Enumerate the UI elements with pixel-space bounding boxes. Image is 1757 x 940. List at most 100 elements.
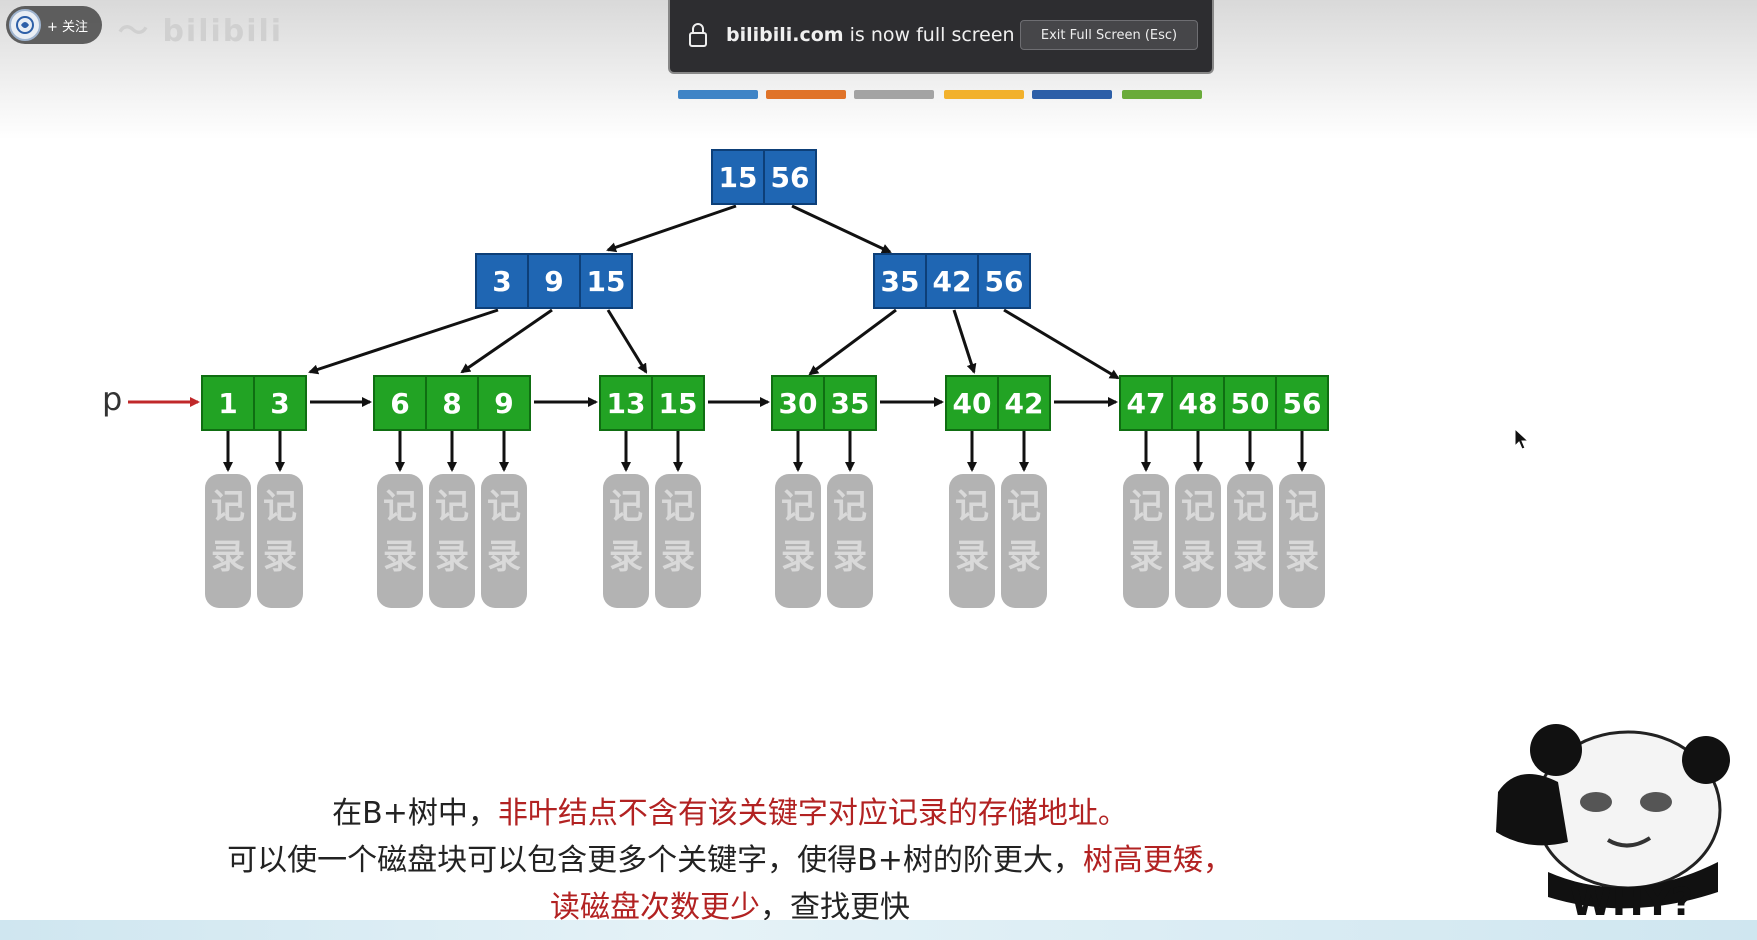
record-label: 录 [781,537,815,577]
record-block: 记录 [949,474,995,608]
text-line-2: 可以使一个磁盘块可以包含更多个关键字，使得B+树的阶更大，树高更矮， [0,837,1460,884]
key-label: 42 [933,265,972,298]
follow-uploader-button[interactable]: + 关注 [6,6,102,44]
key-label: 35 [831,387,870,420]
key-label: 1 [218,387,237,420]
record-shape [257,474,303,608]
fullscreen-domain: bilibili.com [726,24,844,46]
uploader-avatar[interactable] [9,9,41,41]
record-label: 录 [833,537,867,577]
record-shape [377,474,423,608]
key-label: 3 [492,265,511,298]
line3-highlight: 读磁盘次数更少 [550,890,760,925]
fullscreen-notification: bilibili.com is now full screen Exit Ful… [668,0,1214,74]
text-line-3: 读磁盘次数更少，查找更快 [0,884,1460,931]
record-shape [603,474,649,608]
record-label: 录 [383,537,417,577]
key-label: 48 [1179,387,1218,420]
key-cell [527,253,581,309]
key-cell [823,375,877,431]
record-shape [655,474,701,608]
edge-arrow [808,308,897,376]
record-label: 录 [1181,537,1215,577]
key-label: 15 [719,161,758,194]
key-cell [579,253,633,309]
fullscreen-message-text: is now full screen [843,24,1015,46]
line2-highlight: 树高更矮， [1082,843,1233,878]
key-cell [977,253,1031,309]
record-label: 录 [1285,537,1319,577]
line2-prefix: 可以使一个磁盘块可以包含更多个关键字，使得B+树的阶更大， [227,843,1083,878]
record-label: 记 [263,487,297,527]
record-label: 记 [1285,487,1319,527]
record-label: 记 [1129,487,1163,527]
exit-fullscreen-button[interactable]: Exit Full Screen (Esc) [1020,20,1198,50]
edge-arrow [952,309,977,374]
record-shape [775,474,821,608]
key-cell [997,375,1051,431]
edge-arrow [606,204,737,253]
record-shape [1123,474,1169,608]
record-label: 记 [661,487,695,527]
record-label: 录 [487,537,521,577]
key-cell [253,375,307,431]
record-label: 记 [1181,487,1215,527]
edge-arrow [791,204,892,254]
key-cell [763,149,817,205]
record-block: 记录 [481,474,527,608]
record-block: 记录 [827,474,873,608]
record-label: 录 [661,537,695,577]
fullscreen-message: bilibili.com is now full screen [726,24,1015,46]
color-bar-segment [944,90,1024,99]
record-block: 记录 [1175,474,1221,608]
key-cell [1223,375,1277,431]
record-label: 录 [1233,537,1267,577]
record-block: 记录 [377,474,423,608]
record-block: 记录 [655,474,701,608]
record-label: 记 [1007,487,1041,527]
record-block: 记录 [257,474,303,608]
color-bar-segment [678,90,758,99]
meme-caption: WHY? [1570,880,1694,924]
color-bar-segment [1032,90,1112,99]
record-label: 记 [435,487,469,527]
record-block: 记录 [775,474,821,608]
key-label: 6 [390,387,409,420]
key-label: 15 [659,387,698,420]
color-bar-segment [766,90,846,99]
record-shape [1227,474,1273,608]
record-label: 录 [435,537,469,577]
university-logo-icon [16,16,34,34]
edge-arrow [460,308,553,374]
key-label: 15 [587,265,626,298]
record-block: 记录 [1123,474,1169,608]
line3-suffix: ，查找更快 [760,890,910,925]
key-label: 42 [1005,387,1044,420]
record-block: 记录 [205,474,251,608]
key-cell [651,375,705,431]
edge-arrow [1003,308,1120,380]
text-line-1: 在B+树中，非叶结点不含有该关键字对应记录的存储地址。 [0,790,1460,837]
key-cell [771,375,825,431]
key-cell [425,375,479,431]
record-label: 记 [955,487,989,527]
lock-icon [689,23,707,47]
color-bar-segment [854,90,934,99]
record-label: 录 [609,537,643,577]
key-label: 56 [1283,387,1322,420]
record-label: 记 [383,487,417,527]
faded-watermark: ～ bilibili [118,14,284,49]
record-shape [1001,474,1047,608]
key-label: 13 [607,387,646,420]
leaf-node: 13 15 [599,375,705,431]
record-shape [1175,474,1221,608]
